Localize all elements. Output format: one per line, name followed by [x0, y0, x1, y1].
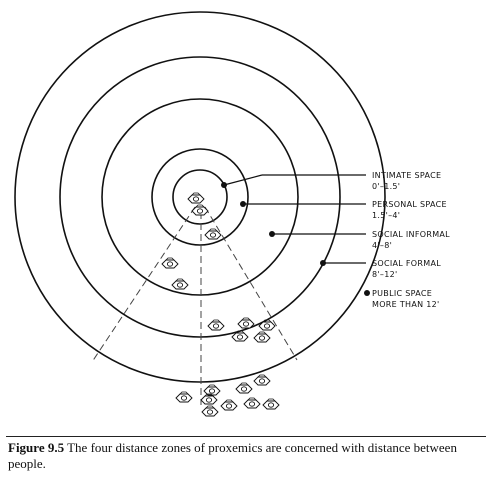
- person-icon: [161, 257, 179, 269]
- zone-label-personal-range: 1.5'–4': [372, 211, 400, 220]
- person-icon: [235, 382, 253, 394]
- zone-label-social-formal-name: SOCIAL FORMAL: [372, 259, 441, 268]
- personal-zone-ring: [151, 148, 249, 246]
- zone-label-intimate-name: INTIMATE SPACE: [372, 171, 441, 180]
- person-icon: [187, 192, 205, 204]
- callout-dot: [221, 182, 227, 188]
- zone-label-intimate-range: 0'–1.5': [372, 182, 400, 191]
- person-icon: [203, 384, 221, 396]
- person-icon: [237, 317, 255, 329]
- person-icon: [171, 278, 189, 290]
- people-social-informal: [161, 257, 189, 290]
- person-icon: [175, 391, 193, 403]
- person-icon: [253, 374, 271, 386]
- callout-personal: [240, 201, 366, 207]
- social-informal-ring: [101, 98, 299, 296]
- intimate-zone-ring: [172, 169, 228, 225]
- person-icon: [253, 331, 271, 343]
- callout-public: [364, 290, 370, 296]
- public-zone-ring: [14, 11, 386, 383]
- zone-label-social-informal-range: 4'–8': [372, 241, 392, 250]
- callout-dot: [320, 260, 326, 266]
- zone-label-public-name: PUBLIC SPACE: [372, 289, 432, 298]
- zone-label-social-informal-name: SOCIAL INFORMAL: [372, 230, 450, 239]
- figure-label: Figure 9.5: [8, 440, 65, 455]
- caption-text: The four distance zones of proxemics are…: [8, 440, 457, 471]
- cone-right-line: [204, 206, 298, 361]
- callout-dot: [240, 201, 246, 207]
- callout-dot: [364, 290, 370, 296]
- figure-caption: Figure 9.5 The four distance zones of pr…: [8, 440, 480, 472]
- caption-divider: [6, 436, 486, 437]
- people-intimate: [187, 192, 209, 216]
- callout-social-informal: [269, 231, 366, 237]
- person-icon: [207, 319, 225, 331]
- person-icon: [258, 319, 276, 331]
- person-icon: [262, 398, 280, 410]
- cone-left-line: [91, 206, 196, 363]
- person-icon: [243, 397, 261, 409]
- social-formal-ring: [59, 56, 341, 338]
- callout-social-formal: [320, 260, 366, 266]
- zone-label-personal-name: PERSONAL SPACE: [372, 200, 447, 209]
- person-icon: [200, 393, 218, 405]
- person-icon: [220, 399, 238, 411]
- person-icon: [201, 405, 219, 417]
- zone-label-public-range: MORE THAN 12': [372, 300, 440, 309]
- callout-dot: [269, 231, 275, 237]
- callout-intimate: [221, 174, 366, 188]
- zone-label-social-formal-range: 8'–12': [372, 270, 397, 279]
- person-icon: [191, 204, 209, 216]
